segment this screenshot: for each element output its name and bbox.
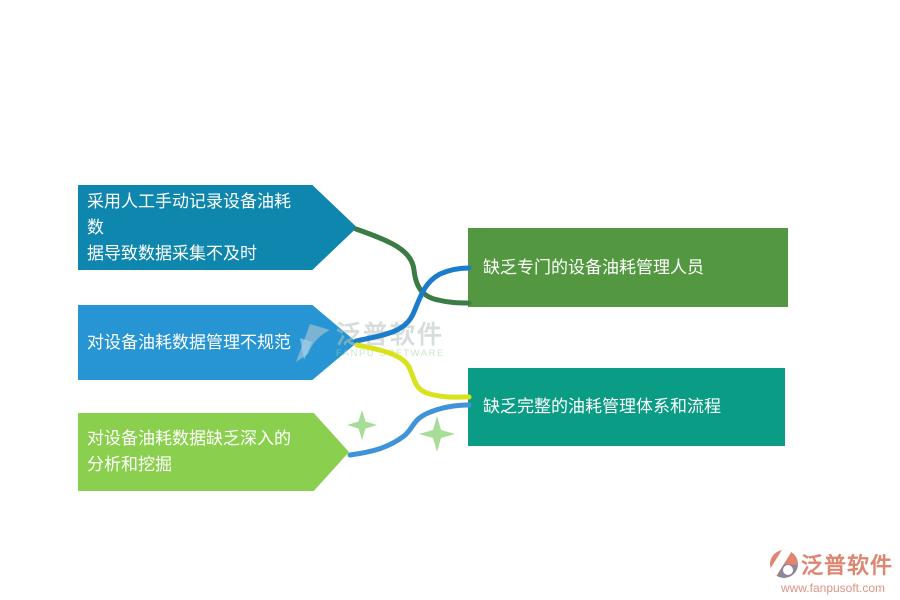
watermark-subtitle: FANPU SOFTWARE bbox=[336, 348, 445, 359]
fanpu-logo-icon bbox=[770, 550, 798, 578]
footer-url: www.fanpusoft.com bbox=[780, 581, 886, 595]
connector-curve-2 bbox=[353, 265, 472, 344]
connector-curve-1 bbox=[353, 226, 472, 306]
connector-curve-3 bbox=[354, 342, 472, 400]
cause-node-irregular-management: 对设备油耗数据管理不规范 bbox=[78, 305, 357, 380]
footer-brand: 泛普软件 www.fanpusoft.com bbox=[770, 548, 896, 595]
result-node-label: 缺乏专门的设备油耗管理人员 bbox=[483, 257, 704, 278]
cause-node-label: 对设备油耗数据管理不规范 bbox=[87, 332, 291, 353]
connector-curve-4 bbox=[347, 402, 472, 458]
result-node-no-complete-system: 缺乏完整的油耗管理体系和流程 bbox=[468, 368, 785, 446]
sparkle-icon bbox=[347, 410, 377, 440]
result-node-no-dedicated-personnel: 缺乏专门的设备油耗管理人员 bbox=[468, 228, 788, 307]
cause-node-label: 对设备油耗数据缺乏深入的 分析和挖掘 bbox=[87, 429, 291, 475]
footer-brand-name: 泛普软件 bbox=[801, 553, 894, 579]
cause-node-lack-of-analysis: 对设备油耗数据缺乏深入的 分析和挖掘 bbox=[78, 413, 349, 491]
result-node-label: 缺乏完整的油耗管理体系和流程 bbox=[483, 397, 721, 417]
sparkle-icon bbox=[419, 416, 455, 452]
cause-node-label: 采用人工手动记录设备油耗数 据导致数据采集不及时 bbox=[87, 191, 291, 264]
cause-node-manual-recording: 采用人工手动记录设备油耗数 据导致数据采集不及时 bbox=[78, 185, 357, 270]
